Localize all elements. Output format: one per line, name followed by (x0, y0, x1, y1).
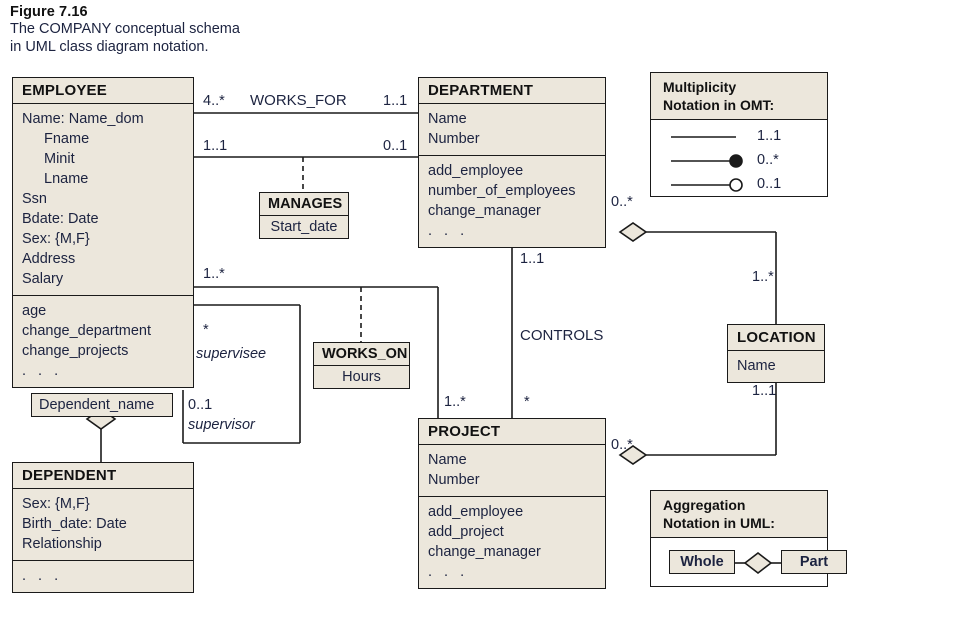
figure-number: Figure 7.16 (10, 4, 88, 20)
multiplicity-manages-department: 0..1 (383, 138, 408, 154)
filled-circle-icon (729, 154, 743, 168)
role-label-supervisee: supervisee (196, 346, 267, 362)
class-project[interactable]: PROJECT Name Number add_employee add_pro… (418, 418, 606, 589)
caption-line-2: in UML class diagram notation. (10, 39, 209, 55)
multiplicity-works-for-department: 1..1 (383, 93, 408, 109)
multiplicity-project-location-project: 0..* (611, 437, 633, 453)
class-employee-title: EMPLOYEE (13, 78, 193, 104)
multiplicity-works-for-employee: 4..* (203, 93, 225, 109)
multiplicity-supervisee: * (203, 322, 209, 338)
multiplicity-controls-project: * (524, 394, 530, 410)
caption-line-1: The COMPANY conceptual schema (10, 21, 240, 37)
attribute: Birth_date: Date (22, 516, 127, 532)
legend-aggregation-markers (734, 551, 782, 575)
operation: change_department (22, 323, 151, 339)
multiplicity-controls-department: 1..1 (520, 251, 545, 267)
qualifier-dependent-name: Dependent_name (31, 393, 173, 417)
attribute: Minit (44, 151, 75, 167)
attribute: Address (22, 251, 76, 267)
legend-aggregation-title-line1: Aggregation (663, 497, 746, 513)
attribute: Sex: {M,F} (22, 231, 90, 247)
legend-multiplicity-title-line1: Multiplicity (663, 79, 737, 95)
association-class-manages[interactable]: MANAGES Start_date (259, 192, 349, 239)
operation: . . . (22, 568, 63, 584)
multiplicity-dept-location-location: 1..* (752, 269, 774, 285)
operation: number_of_employees (428, 183, 576, 199)
legend-multiplicity-label-0: 1..1 (757, 128, 782, 144)
legend-aggregation-title-line2: Notation in UML: (663, 515, 775, 531)
attribute: Name (428, 111, 467, 127)
operation: add_project (428, 524, 504, 540)
attribute: Name (428, 452, 467, 468)
multiplicity-works-on-project: 1..* (444, 394, 466, 410)
legend-multiplicity: Multiplicity Notation in OMT: 1..1 0..* … (650, 72, 828, 197)
multiplicity-works-on-employee: 1..* (203, 266, 225, 282)
operation: change_manager (428, 544, 541, 560)
attribute: Name (737, 358, 776, 374)
association-label-controls: CONTROLS (520, 327, 604, 344)
legend-multiplicity-title: Multiplicity Notation in OMT: (651, 73, 827, 120)
legend-part-box: Part (781, 550, 847, 574)
class-dependent[interactable]: DEPENDENT Sex: {M,F} Birth_date: Date Re… (12, 462, 194, 593)
legend-multiplicity-label-1: 0..* (757, 152, 779, 168)
dept-location-diamond (618, 222, 648, 242)
multiplicity-dept-location-dept: 0..* (611, 194, 633, 210)
class-project-operations: add_employee add_project change_manager … (419, 496, 605, 588)
class-project-title: PROJECT (419, 419, 605, 445)
class-location-attributes: Name (728, 351, 824, 382)
class-dependent-attributes: Sex: {M,F} Birth_date: Date Relationship (13, 489, 193, 560)
attribute: Salary (22, 271, 64, 287)
role-label-supervisor: supervisor (188, 417, 255, 433)
operation: change_projects (22, 343, 129, 359)
legend-multiplicity-markers (671, 136, 743, 192)
attribute: Relationship (22, 536, 102, 552)
class-employee[interactable]: EMPLOYEE Name: Name_dom Fname Minit Lnam… (12, 77, 194, 388)
class-department[interactable]: DEPARTMENT Name Number add_employee numb… (418, 77, 606, 248)
attribute: Name: Name_dom (22, 111, 144, 127)
association-class-manages-title: MANAGES (260, 193, 348, 216)
attribute: Bdate: Date (22, 211, 99, 227)
class-employee-operations: age change_department change_projects . … (13, 295, 193, 387)
figure-caption: Figure 7.16 The COMPANY conceptual schem… (10, 4, 430, 56)
legend-aggregation-title: Aggregation Notation in UML: (651, 491, 827, 538)
class-location[interactable]: LOCATION Name (727, 324, 825, 383)
operation: add_employee (428, 504, 524, 520)
multiplicity-manages-employee: 1..1 (203, 138, 228, 154)
class-dependent-operations: . . . (13, 560, 193, 592)
legend-aggregation: Aggregation Notation in UML: Whole Part (650, 490, 847, 588)
attribute: Number (428, 472, 480, 488)
legend-multiplicity-title-line2: Notation in OMT: (663, 97, 775, 113)
class-department-operations: add_employee number_of_employees change_… (419, 155, 605, 247)
association-label-works-for: WORKS_FOR (250, 92, 347, 109)
legend-aggregation-body: Whole Part (651, 538, 847, 588)
attribute: Fname (44, 131, 90, 147)
operation: . . . (428, 564, 469, 580)
operation: . . . (22, 363, 63, 379)
class-location-title: LOCATION (728, 325, 824, 351)
aggregation-diamond-icon (743, 551, 773, 575)
operation: age (22, 303, 47, 319)
attribute: Sex: {M,F} (22, 496, 90, 512)
attribute: Lname (44, 171, 89, 187)
multiplicity-supervisor: 0..1 (188, 397, 213, 413)
association-class-works-on-title: WORKS_ON (314, 343, 409, 366)
legend-multiplicity-body: 1..1 0..* 0..1 (651, 120, 827, 198)
class-dependent-title: DEPENDENT (13, 463, 193, 489)
operation: change_manager (428, 203, 541, 219)
attribute: Ssn (22, 191, 47, 207)
multiplicity-project-location-location: 1..1 (752, 383, 777, 399)
association-class-works-on[interactable]: WORKS_ON Hours (313, 342, 410, 389)
operation: add_employee (428, 163, 524, 179)
class-employee-attributes: Name: Name_dom Fname Minit Lname Ssn Bda… (13, 104, 193, 295)
association-class-works-on-attribute: Hours (342, 369, 381, 385)
legend-whole-box: Whole (669, 550, 735, 574)
operation: . . . (428, 223, 469, 239)
class-project-attributes: Name Number (419, 445, 605, 496)
class-department-title: DEPARTMENT (419, 78, 605, 104)
association-class-manages-attribute: Start_date (270, 219, 338, 235)
attribute: Number (428, 131, 480, 147)
legend-multiplicity-label-2: 0..1 (757, 176, 782, 192)
hollow-circle-icon (729, 178, 743, 192)
class-department-attributes: Name Number (419, 104, 605, 155)
